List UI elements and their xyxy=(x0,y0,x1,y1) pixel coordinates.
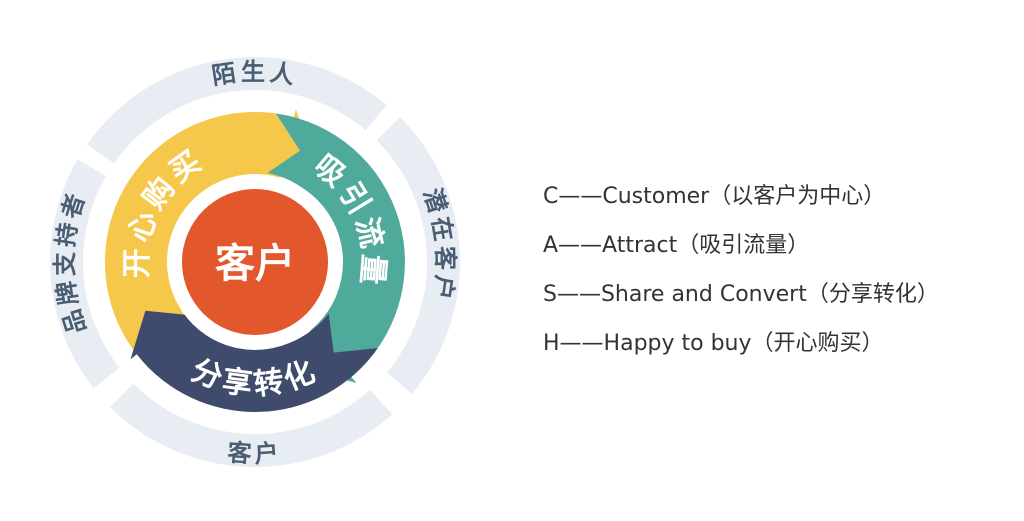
center-circle xyxy=(182,189,328,335)
outer-ring-segment xyxy=(50,159,120,389)
legend: C——Customer（以客户为中心） A——Attract（吸引流量） S——… xyxy=(543,180,939,376)
outer-label-strangers: 陌生人 xyxy=(210,58,300,90)
legend-item-attract: A——Attract（吸引流量） xyxy=(543,233,810,258)
outer-ring xyxy=(50,57,461,468)
center-label: 客户 xyxy=(215,241,295,287)
legend-item-happy: H——Happy to buy（开心购买） xyxy=(543,331,884,356)
legend-item-share: S——Share and Convert（分享转化） xyxy=(543,282,939,307)
attract-segment-arrow xyxy=(267,113,405,383)
share-segment-arrow xyxy=(130,310,378,412)
legend-item-customer: C——Customer（以客户为中心） xyxy=(543,184,886,209)
cash-cycle-diagram: 客户 陌生人 潜在客户 客户 品牌支持者 开心购买 吸引流量 分享转化 xyxy=(50,57,461,469)
outer-ring-segment xyxy=(87,57,387,164)
outer-ring-segment xyxy=(110,383,393,468)
outer-ring-segment xyxy=(376,117,461,394)
outer-label-customers: 客户 xyxy=(227,439,284,469)
